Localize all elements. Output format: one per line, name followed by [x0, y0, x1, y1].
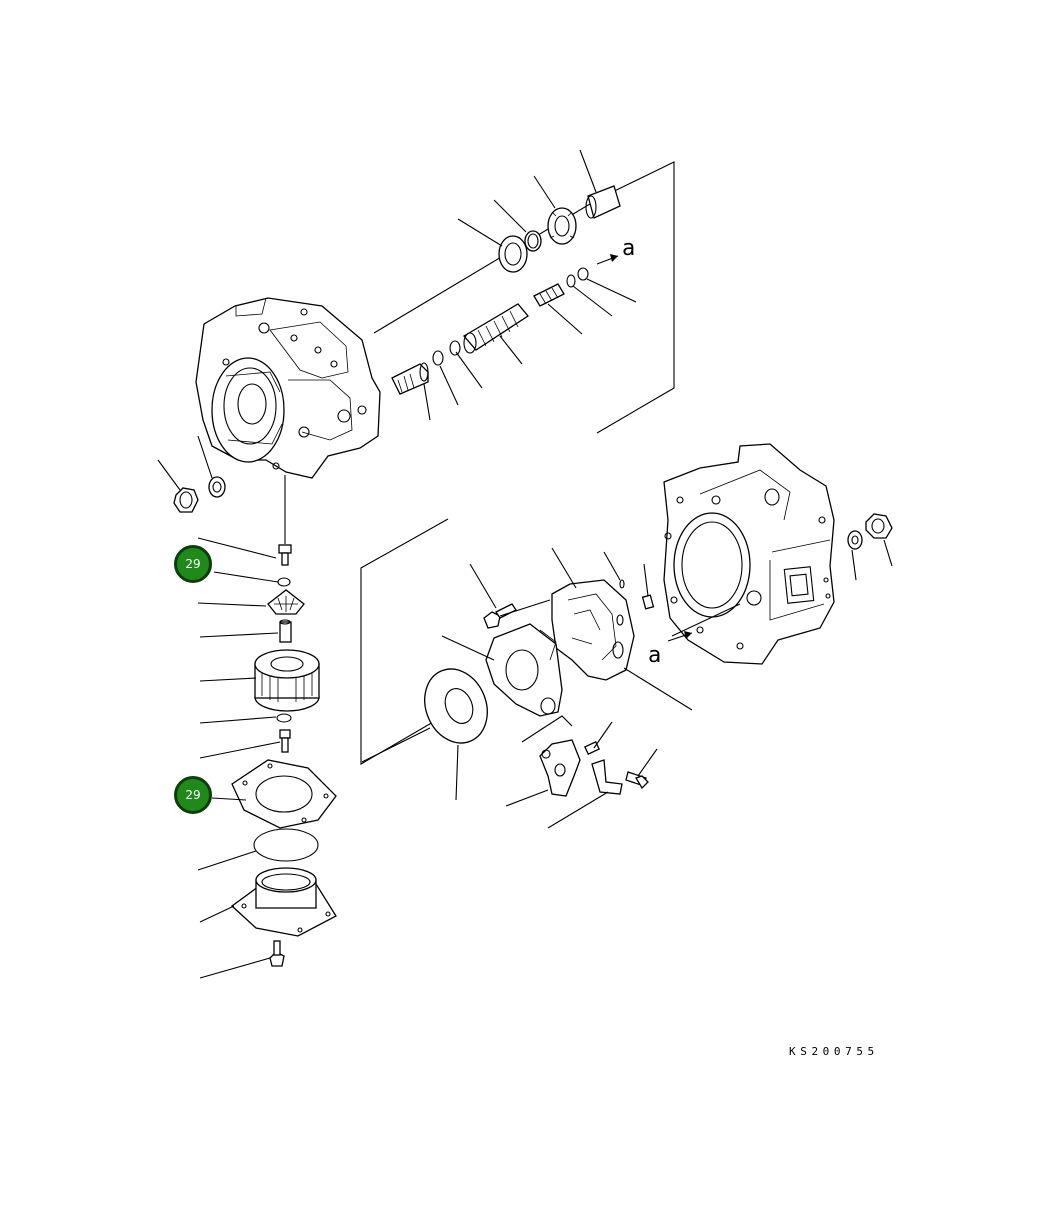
- sleeve: [585, 185, 621, 219]
- part-callout-29-top[interactable]: 29: [174, 545, 212, 583]
- oring-3: [566, 274, 576, 288]
- swash-plate: [485, 623, 563, 717]
- washer-upper-left: [208, 476, 226, 498]
- stopper-bracket: [591, 759, 623, 795]
- part-callout-29-bottom[interactable]: 29: [174, 776, 212, 814]
- seat-plate: [498, 235, 528, 273]
- washer-small-top: [277, 577, 291, 587]
- bolt-small-mid: [279, 729, 291, 753]
- flange-cover: [230, 867, 337, 937]
- left-leaders: [197, 537, 281, 979]
- callout-label-bottom: 29: [185, 788, 201, 802]
- upper-leaders: [157, 149, 637, 491]
- washer-small-mid: [276, 713, 292, 723]
- callout-label-top: 29: [185, 557, 201, 571]
- bolt-cradle: [483, 603, 517, 629]
- washer-lower-right: [847, 530, 863, 550]
- bevel-gear: [267, 589, 305, 615]
- oring-2: [449, 340, 461, 356]
- oring-4: [577, 267, 589, 281]
- bolt-stopper: [625, 771, 649, 790]
- adjuster-plug: [391, 362, 429, 395]
- lower-leaders: [361, 547, 741, 829]
- bolt-small-top: [278, 544, 292, 566]
- flow-arrow-upper: [596, 254, 619, 265]
- servo-lever: [539, 739, 581, 797]
- nut-upper-left: [173, 487, 199, 513]
- locknut: [547, 207, 577, 245]
- swash-cradle: [551, 579, 635, 681]
- leader-nut-lower: [883, 539, 893, 567]
- leader-washer-lower: [851, 549, 857, 581]
- upper-group-bracket: [373, 161, 675, 434]
- pin-small: [619, 579, 625, 589]
- gear-housing: [254, 649, 320, 712]
- thrust-plate: [424, 668, 488, 744]
- gasket: [231, 759, 337, 829]
- ring-small: [524, 230, 542, 252]
- pump-case-lower: [663, 443, 835, 665]
- flow-label-a-lower: a: [648, 643, 662, 668]
- bolt-flange: [269, 940, 285, 967]
- spring-large: [463, 303, 529, 354]
- flow-label-a-upper: a: [622, 236, 636, 261]
- drawing-code: KS200755: [789, 1045, 879, 1058]
- oring-1: [432, 350, 444, 366]
- spring-small: [533, 283, 565, 307]
- flow-arrow-lower: [667, 631, 693, 642]
- lower-group-bracket: [360, 518, 449, 765]
- pin-dowel: [641, 594, 655, 610]
- spacer-bushing: [279, 619, 292, 643]
- pump-case-upper: [195, 297, 381, 479]
- nut-lower-right: [865, 513, 893, 539]
- oring-large: [253, 828, 319, 862]
